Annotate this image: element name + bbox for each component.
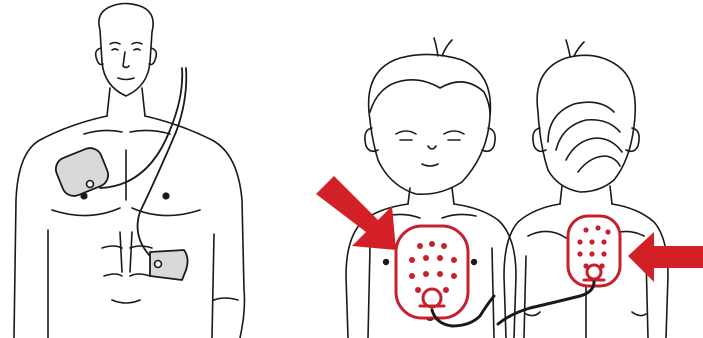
adult-head (99, 4, 153, 97)
adult-pad-cable-top-2 (138, 68, 187, 256)
adult-figure-front (14, 4, 245, 338)
child-pad-front (396, 226, 468, 318)
red-arrow-front (316, 176, 396, 250)
child-back-cable (498, 282, 594, 324)
child-pad-back (568, 216, 620, 286)
red-arrow-back (628, 232, 703, 282)
adult-pad-upper (52, 144, 111, 199)
child-front-head (369, 54, 491, 194)
adult-pad-lower (150, 250, 188, 280)
